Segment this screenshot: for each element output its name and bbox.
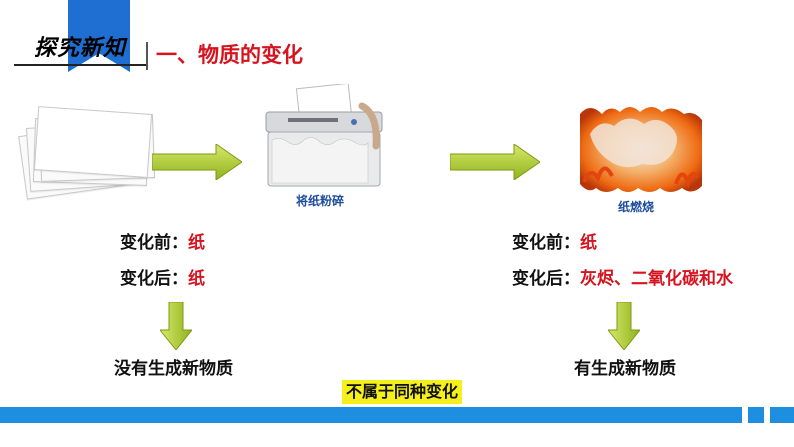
conclusion-highlight: 不属于同种变化: [342, 380, 463, 404]
paper-stack-image: [18, 106, 158, 200]
right-result: 有生成新物质: [574, 359, 676, 379]
footer-square: [770, 407, 794, 423]
before-value: 纸: [580, 233, 597, 253]
after-label: 变化后：: [512, 269, 580, 289]
section-badge: 探究新知: [33, 36, 126, 61]
title-divider: [146, 42, 148, 70]
before-label: 变化前：: [512, 233, 580, 253]
burn-caption: 纸燃烧: [618, 200, 655, 214]
left-before-row: 变化前：纸: [120, 232, 205, 254]
burning-paper-image: [580, 107, 702, 192]
after-value: 灰烬、二氧化碳和水: [580, 269, 733, 289]
right-arrow-icon: [152, 144, 242, 180]
down-arrow-icon: [160, 302, 192, 350]
left-result: 没有生成新物质: [114, 359, 233, 379]
right-after-row: 变化后：灰烬、二氧化碳和水: [512, 268, 733, 290]
left-after-row: 变化后：纸: [120, 268, 205, 290]
shredder-image: [265, 84, 383, 187]
badge-underline: [14, 64, 148, 66]
right-before-row: 变化前：纸: [512, 232, 597, 254]
after-value: 纸: [188, 269, 205, 289]
shred-caption: 将纸粉碎: [296, 194, 345, 208]
after-label: 变化后：: [120, 269, 188, 289]
down-arrow-icon: [608, 302, 640, 350]
footer-square: [748, 407, 764, 423]
footer-bar: [0, 407, 742, 423]
page-title: 一、物质的变化: [156, 43, 303, 67]
right-arrow-icon: [450, 144, 540, 180]
before-value: 纸: [188, 233, 205, 253]
before-label: 变化前：: [120, 233, 188, 253]
